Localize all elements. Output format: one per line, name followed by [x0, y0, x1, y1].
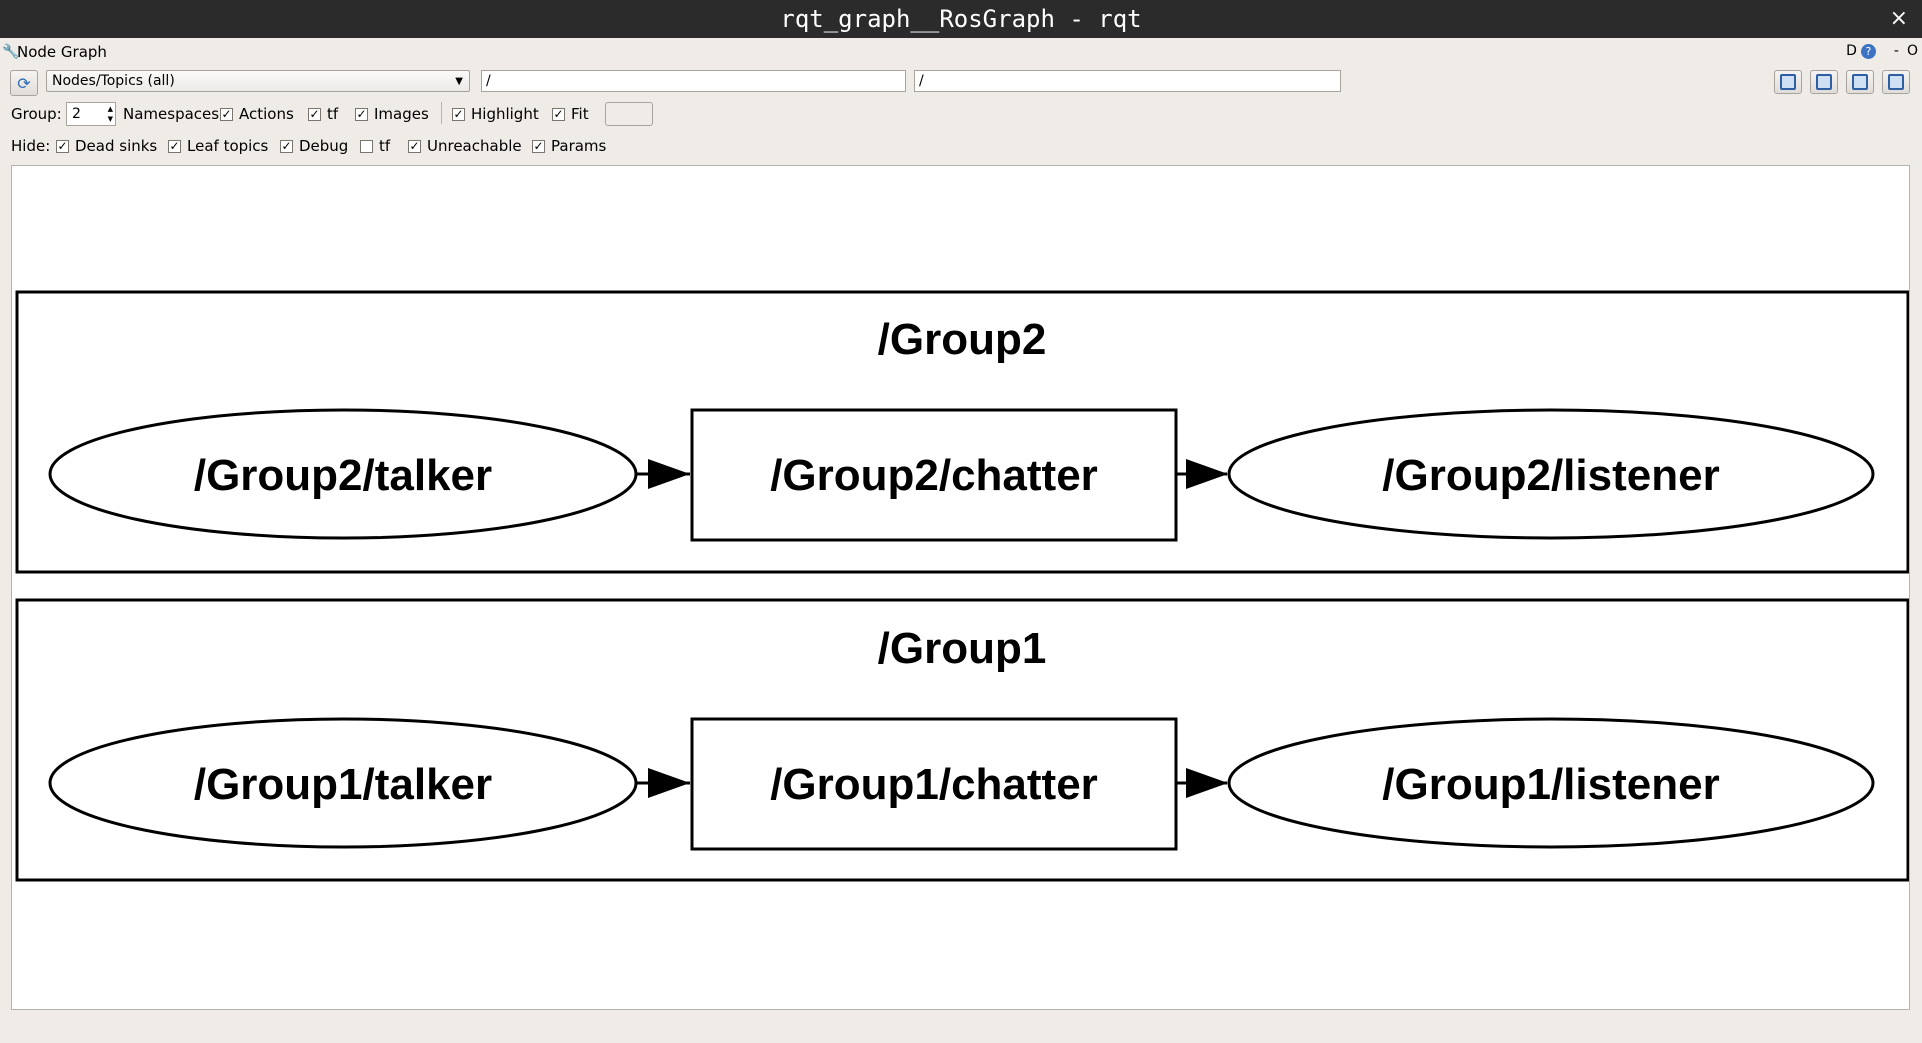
unreachable-label: Unreachable	[427, 137, 522, 155]
params-checkbox-item[interactable]: ✓ Params	[532, 137, 606, 155]
window-title: rqt_graph__RosGraph - rqt	[780, 5, 1142, 33]
node-group1-listener-label: /Group1/listener	[1382, 760, 1719, 809]
options-row: Group: 2 ▲▼ Namespaces ✓ Actions ✓ tf ✓ …	[0, 100, 1922, 126]
arrowhead-icon	[648, 459, 690, 489]
images-label: Images	[374, 105, 429, 123]
node-filter-input[interactable]: /	[481, 70, 906, 92]
save-image-button[interactable]	[1882, 70, 1910, 94]
debug-checkbox-item[interactable]: ✓ Debug	[280, 137, 348, 155]
group-spinbox[interactable]: 2 ▲▼	[66, 102, 116, 126]
hide-row: Hide: ✓ Dead sinks ✓ Leaf topics ✓ Debug…	[0, 132, 1922, 158]
chevron-down-icon: ▼	[455, 76, 463, 87]
node-group2-talker-label: /Group2/talker	[194, 451, 492, 500]
node-group2-listener-shape	[1227, 408, 1875, 540]
dock-header: 🔧 Node Graph D ? - O	[0, 40, 1922, 64]
highlight-label: Highlight	[471, 105, 539, 123]
dock-minimize-button[interactable]: -	[1893, 43, 1899, 59]
cluster-group1-box	[15, 598, 1910, 882]
cluster-group2-title: /Group2	[878, 315, 1047, 364]
dock-title: Node Graph	[17, 43, 107, 61]
hide-label: Hide:	[11, 137, 51, 155]
spin-arrows-icon[interactable]: ▲▼	[107, 105, 113, 123]
cluster-group2-box	[15, 290, 1910, 574]
highlight-checkbox-item[interactable]: ✓ Highlight	[452, 105, 539, 123]
window-titlebar: rqt_graph__RosGraph - rqt ×	[0, 0, 1922, 38]
arrowhead-icon	[648, 768, 690, 798]
params-label: Params	[551, 137, 607, 155]
group-value: 2	[72, 106, 81, 122]
node-group1-listener[interactable]: /Group1/listener	[1227, 717, 1875, 849]
load-dot-button[interactable]	[1774, 70, 1802, 94]
close-window-button[interactable]: ×	[1889, 6, 1908, 31]
topic-filter-input[interactable]: /	[914, 70, 1341, 92]
tf-label: tf	[327, 105, 339, 123]
debug-checkbox[interactable]: ✓	[280, 139, 293, 153]
images-checkbox-item[interactable]: ✓ Images	[355, 105, 429, 123]
graph-canvas[interactable]: /Group2 /Group2/talker /Group2/chatter /…	[11, 165, 1910, 1010]
arrowhead-icon	[1186, 459, 1228, 489]
save-image-icon	[1888, 74, 1904, 90]
topic-group1-chatter[interactable]: /Group1/chatter	[690, 717, 1178, 851]
node-group1-talker-label: /Group1/talker	[194, 760, 492, 809]
open-file-icon	[1780, 74, 1796, 90]
refresh-button[interactable]: ⟳	[10, 70, 38, 96]
leaf-topics-label: Leaf topics	[187, 137, 269, 155]
images-checkbox[interactable]: ✓	[355, 107, 368, 121]
actions-checkbox[interactable]: ✓	[220, 107, 233, 121]
topic-group2-chatter-label: /Group2/chatter	[770, 451, 1098, 500]
topic-group2-chatter[interactable]: /Group2/chatter	[690, 408, 1178, 542]
dock-d-button[interactable]: D	[1846, 43, 1857, 59]
namespaces-label: Namespaces	[123, 105, 220, 123]
save-dot-button[interactable]	[1810, 70, 1838, 94]
dock-controls: D ? - O	[1846, 43, 1918, 59]
actions-label: Actions	[239, 105, 294, 123]
unreachable-checkbox[interactable]: ✓	[408, 139, 421, 153]
fit-checkbox[interactable]: ✓	[552, 107, 565, 121]
hide-tf-checkbox-item[interactable]: tf	[360, 137, 390, 155]
help-icon[interactable]: ?	[1860, 43, 1876, 59]
node-group2-talker[interactable]: /Group2/talker	[48, 408, 638, 540]
actions-checkbox-item[interactable]: ✓ Actions	[220, 105, 294, 123]
save-svg-button[interactable]	[1846, 70, 1874, 94]
graph-type-select[interactable]: Nodes/Topics (all) ▼	[46, 70, 470, 92]
group-label: Group:	[11, 105, 62, 123]
dead-sinks-label: Dead sinks	[75, 137, 158, 155]
params-checkbox[interactable]: ✓	[532, 139, 545, 153]
fit-label: Fit	[571, 105, 589, 123]
leaf-topics-checkbox[interactable]: ✓	[168, 139, 181, 153]
graph-svg: /Group2 /Group2/talker /Group2/chatter /…	[15, 290, 1910, 882]
debug-label: Debug	[299, 137, 349, 155]
dead-sinks-checkbox-item[interactable]: ✓ Dead sinks	[56, 137, 157, 155]
node-group2-listener[interactable]: /Group2/listener	[1227, 408, 1875, 540]
save-svg-icon	[1852, 74, 1868, 90]
node-group2-listener-label: /Group2/listener	[1382, 451, 1719, 500]
cluster-group2: /Group2 /Group2/talker /Group2/chatter /…	[15, 290, 1910, 574]
cluster-group1-title: /Group1	[878, 624, 1047, 673]
node-group1-listener-shape	[1227, 717, 1875, 849]
arrowhead-icon	[1186, 768, 1228, 798]
node-group1-talker[interactable]: /Group1/talker	[48, 717, 638, 849]
hide-tf-checkbox[interactable]	[360, 139, 373, 153]
fit-checkbox-item[interactable]: ✓ Fit	[552, 105, 589, 123]
tf-checkbox-item[interactable]: ✓ tf	[308, 105, 338, 123]
dead-sinks-checkbox[interactable]: ✓	[56, 139, 69, 153]
hide-tf-label: tf	[379, 137, 391, 155]
highlight-checkbox[interactable]: ✓	[452, 107, 465, 121]
topic-group1-chatter-label: /Group1/chatter	[770, 760, 1098, 809]
toolbar-row: ⟳ Nodes/Topics (all) ▼ / /	[0, 68, 1922, 96]
dock-float-button[interactable]: O	[1906, 43, 1918, 59]
wrench-icon: 🔧	[2, 44, 20, 60]
tf-checkbox[interactable]: ✓	[308, 107, 321, 121]
toolbar-separator	[441, 102, 442, 124]
refresh-icon: ⟳	[17, 73, 31, 93]
cluster-group1: /Group1 /Group1/talker /Group1/chatter /…	[15, 598, 1910, 882]
unreachable-checkbox-item[interactable]: ✓ Unreachable	[408, 137, 522, 155]
leaf-topics-checkbox-item[interactable]: ✓ Leaf topics	[168, 137, 268, 155]
graph-type-value: Nodes/Topics (all)	[52, 73, 175, 89]
save-dot-icon	[1816, 74, 1832, 90]
fit-in-view-button[interactable]	[605, 102, 653, 126]
